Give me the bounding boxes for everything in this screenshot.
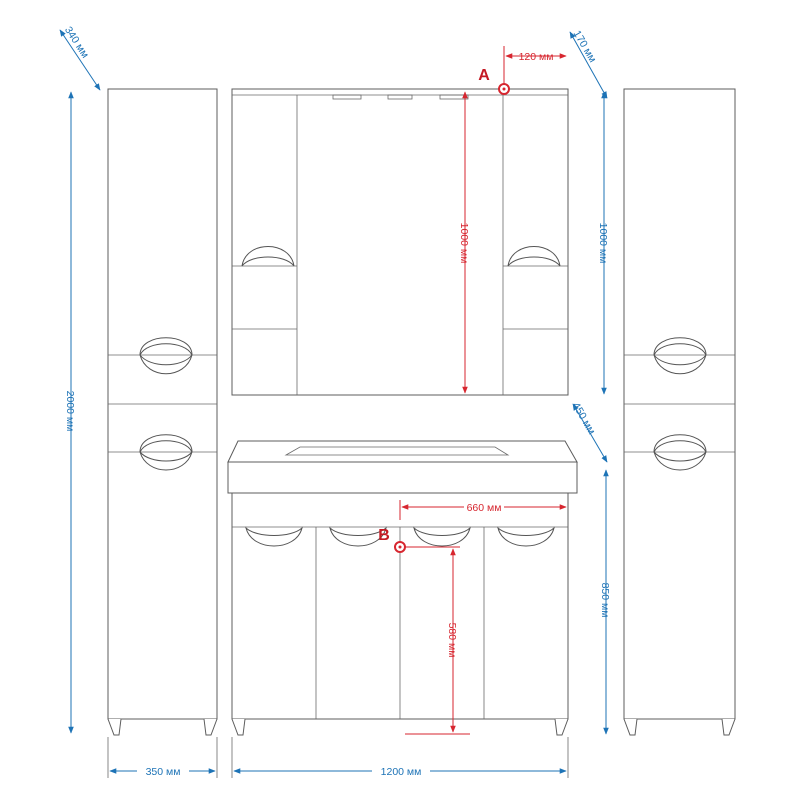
dim-column-width-label: 350 мм xyxy=(146,766,181,778)
dim-mirror-depth: 170 мм xyxy=(569,28,608,99)
dim-point-b-offset: 660 мм xyxy=(399,500,567,520)
dim-mirror-height-blue: 1000 мм xyxy=(597,91,609,395)
mirror-cabinet xyxy=(231,88,569,396)
left-column-cabinet xyxy=(107,88,218,736)
point-a-label: A xyxy=(478,67,490,84)
dim-vanity-width: 1200 мм xyxy=(231,737,569,778)
dim-column-depth: 340 мм xyxy=(59,24,101,91)
mirror-right-handle-icon xyxy=(507,246,561,267)
vanity-handle-3-icon xyxy=(413,526,471,547)
dim-mirror-height-red: 1000 мм xyxy=(458,91,470,394)
dim-vanity-depth-label: 450 мм xyxy=(570,400,598,436)
dim-column-width: 350 мм xyxy=(107,737,218,778)
left-column-lower-handle-icon xyxy=(139,434,193,471)
dim-point-a-offset: 120 мм xyxy=(503,46,567,86)
mirror-left-handle-icon xyxy=(241,246,295,267)
dim-vanity-depth: 450 мм xyxy=(570,400,608,463)
dim-point-b-height-label: 580 мм xyxy=(446,623,458,658)
vanity-handle-4-icon xyxy=(497,526,555,547)
dim-column-height: 2000 мм xyxy=(64,91,76,734)
dim-column-height-label: 2000 мм xyxy=(64,391,76,432)
dim-mirror-height-red-label: 1000 мм xyxy=(458,223,470,264)
dim-mirror-height-blue-label: 1000 мм xyxy=(597,223,609,264)
vanity-handle-2-icon xyxy=(329,526,387,547)
dim-mirror-depth-label: 170 мм xyxy=(571,28,599,64)
point-b-label: B xyxy=(378,527,390,544)
point-b-marker: B xyxy=(378,527,406,553)
dim-point-b-height: 580 мм xyxy=(405,546,470,735)
vanity-handle-1-icon xyxy=(245,526,303,547)
point-a-marker: A xyxy=(478,67,510,95)
dim-point-b-offset-label: 660 мм xyxy=(467,502,502,514)
left-column-upper-handle-icon xyxy=(139,337,193,375)
dim-point-a-offset-label: 120 мм xyxy=(519,51,554,63)
vanity-with-sink xyxy=(227,440,578,736)
right-column-lower-handle-icon xyxy=(653,434,707,471)
right-column-upper-handle-icon xyxy=(653,337,707,375)
dim-vanity-height: 850 мм xyxy=(599,469,611,735)
mirror-lights xyxy=(332,94,469,100)
right-column-cabinet xyxy=(623,88,736,736)
dim-vanity-width-label: 1200 мм xyxy=(381,766,422,778)
dim-vanity-height-label: 850 мм xyxy=(599,583,611,618)
